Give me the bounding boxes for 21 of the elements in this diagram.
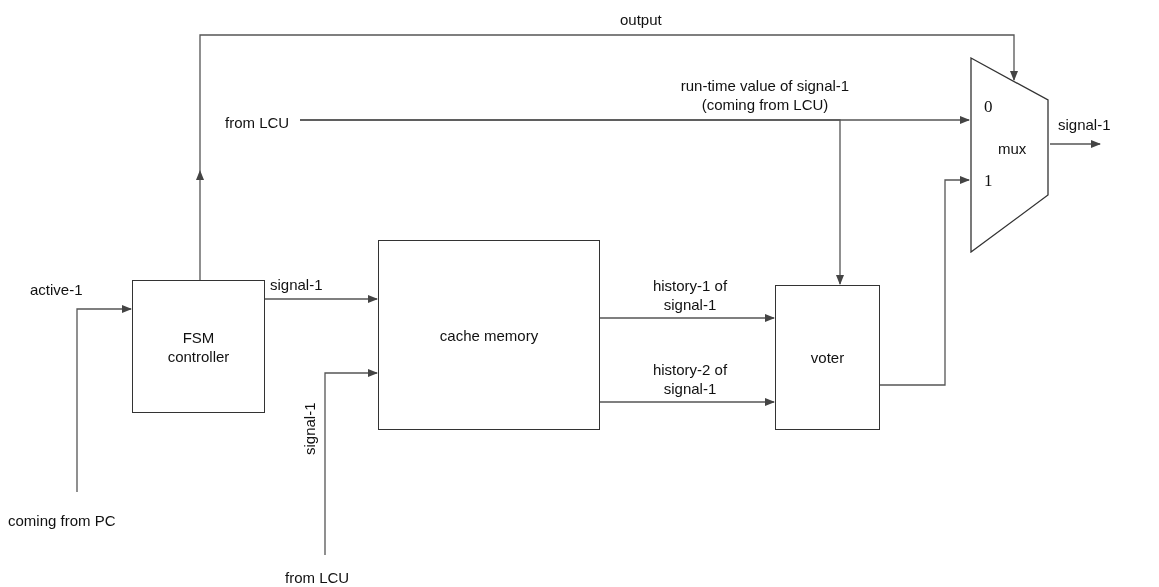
process-box — [775, 285, 880, 430]
input-number: 0 — [984, 97, 993, 116]
multiplexer-trapezoid — [970, 57, 1050, 253]
box-label: FSM controller — [166, 327, 231, 366]
edge-label: active-1 — [30, 280, 83, 299]
edge-label: signal-1 — [270, 275, 323, 294]
edge-label: signal-1 — [300, 402, 319, 455]
box-label: cache memory — [438, 325, 540, 345]
source-label: coming from PC — [8, 511, 116, 530]
box-label: voter — [809, 348, 846, 367]
process-box — [378, 240, 600, 430]
source-label: from LCU — [285, 568, 350, 587]
edge-label: signal-1 — [1058, 115, 1111, 134]
process-box — [132, 280, 265, 413]
edge-label: output — [620, 10, 662, 29]
edge-label: history-2 of signal-1 — [651, 360, 729, 398]
source-label: from LCU — [225, 113, 290, 132]
edge-label: run-time value of signal-1 (coming from LCU) — [679, 76, 851, 114]
mux-label: mux — [998, 139, 1027, 158]
edge-label: history-1 of signal-1 — [651, 276, 729, 314]
input-number: 1 — [984, 171, 993, 190]
